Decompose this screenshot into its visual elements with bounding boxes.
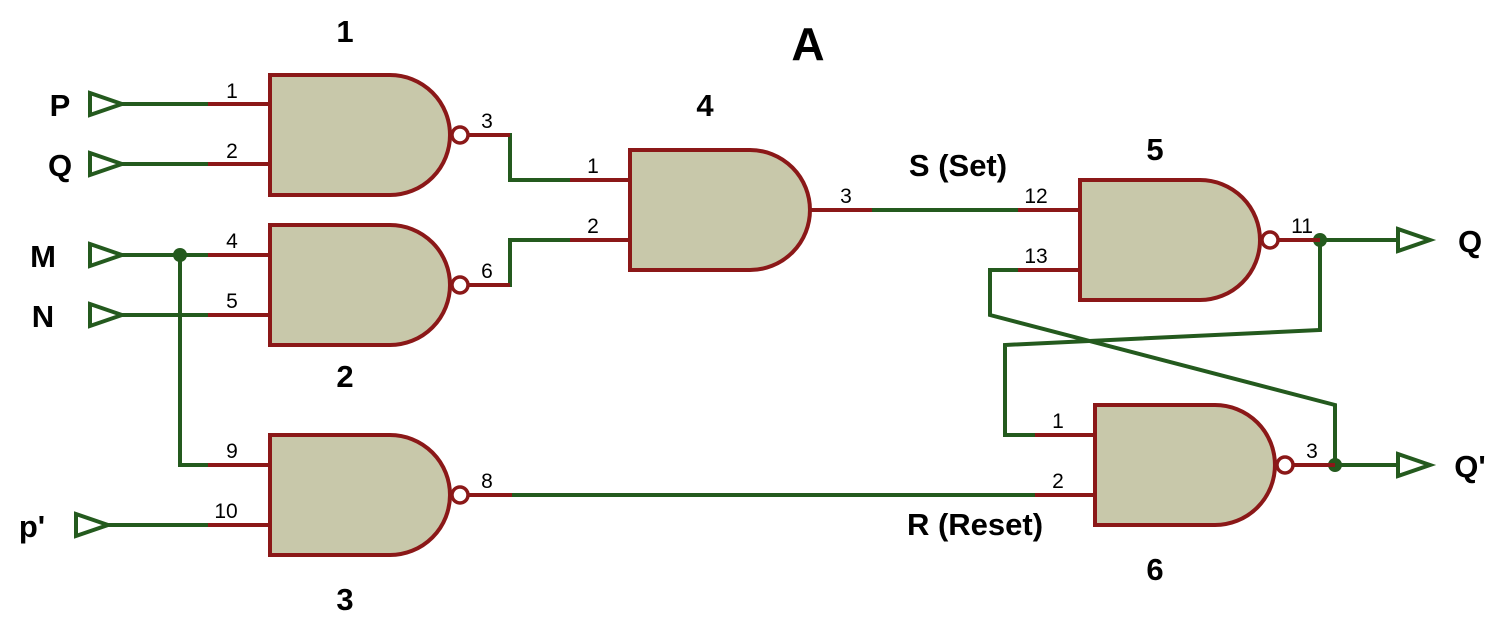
gate-number: 6: [1146, 552, 1163, 587]
pin-number: 13: [1024, 245, 1047, 268]
pin-number: 2: [1052, 470, 1064, 493]
nand-gate-body: [1078, 178, 1262, 302]
pin-number: 1: [226, 80, 238, 103]
pin-number: 12: [1024, 185, 1047, 208]
wire-feedback-q: [1003, 238, 1322, 437]
pin-number: 1: [587, 155, 599, 178]
inversion-bubble-icon: [1275, 455, 1295, 475]
reset-net-label: R (Reset): [907, 507, 1043, 542]
gate-5-nand: 5 12 13 11: [1024, 132, 1313, 302]
inversion-bubble-icon: [450, 125, 470, 145]
gate-3-nand: 3 9 10 8: [214, 433, 493, 617]
wire-feedback-q-prime: [988, 268, 1337, 467]
pin-number: 2: [587, 215, 599, 238]
nand-gate-body: [1093, 403, 1277, 527]
inversion-bubble-icon: [1260, 230, 1280, 250]
pin-number: 6: [481, 260, 493, 283]
pin-number: 5: [226, 290, 238, 313]
input-arrow-icon: [74, 511, 115, 539]
pin-number: 3: [481, 110, 493, 133]
pin-number: 9: [226, 440, 238, 463]
pin-number: 2: [226, 140, 238, 163]
gate-number: 3: [336, 582, 353, 617]
diagram-title: A: [791, 18, 824, 70]
input-terminal-p-prime: p': [19, 509, 115, 544]
pin-lines: [208, 102, 1335, 527]
gate-number: 1: [336, 14, 353, 49]
nand-gate-body: [268, 223, 452, 347]
gate-number: 4: [696, 88, 714, 123]
input-terminal-p: P: [50, 88, 129, 123]
input-terminal-m: M: [30, 239, 129, 274]
pin-number: 11: [1291, 215, 1313, 238]
input-label-p-prime: p': [19, 509, 45, 544]
input-label-q: Q: [48, 148, 72, 183]
nand-gate-body: [268, 73, 452, 197]
wire-g2-g4: [508, 238, 572, 287]
pin-number: 4: [226, 230, 238, 253]
input-arrow-icon: [88, 241, 129, 269]
output-terminal-q: Q: [1396, 224, 1482, 259]
pin-number: 3: [840, 185, 852, 208]
wire-g1-g4: [508, 133, 572, 182]
gate-1-nand: 1 1 2 3: [226, 14, 493, 197]
input-arrow-icon: [88, 150, 129, 178]
input-terminal-n: N: [32, 299, 129, 334]
junction-dot: [173, 248, 187, 262]
gate-number: 5: [1146, 132, 1163, 167]
input-arrow-icon: [88, 90, 129, 118]
nand-gate-body: [268, 433, 452, 557]
input-arrow-icon: [88, 301, 129, 329]
inversion-bubble-icon: [450, 275, 470, 295]
input-label-n: N: [32, 299, 54, 334]
gate-2-nand: 2 4 5 6: [226, 223, 493, 394]
output-terminal-q-prime: Q': [1396, 449, 1486, 484]
pin-number: 8: [481, 470, 493, 493]
output-arrow-icon: [1396, 451, 1437, 479]
set-net-label: S (Set): [909, 148, 1007, 183]
gate-4-and: 4 1 2 3: [587, 88, 852, 272]
output-arrow-icon: [1396, 226, 1437, 254]
pin-number: 3: [1306, 440, 1318, 463]
output-label-q-prime: Q': [1454, 449, 1485, 484]
gate-number: 2: [336, 359, 353, 394]
pin-number: 10: [214, 500, 237, 523]
input-label-m: M: [30, 239, 56, 274]
input-terminal-q: Q: [48, 148, 129, 183]
inversion-bubble-icon: [450, 485, 470, 505]
output-label-q: Q: [1458, 224, 1482, 259]
input-label-p: P: [50, 88, 71, 123]
and-gate-body: [628, 148, 812, 272]
wire-m-branch: [178, 253, 210, 467]
gate-6-nand: 6 1 2 3: [1052, 403, 1318, 587]
pin-number: 1: [1052, 410, 1064, 433]
